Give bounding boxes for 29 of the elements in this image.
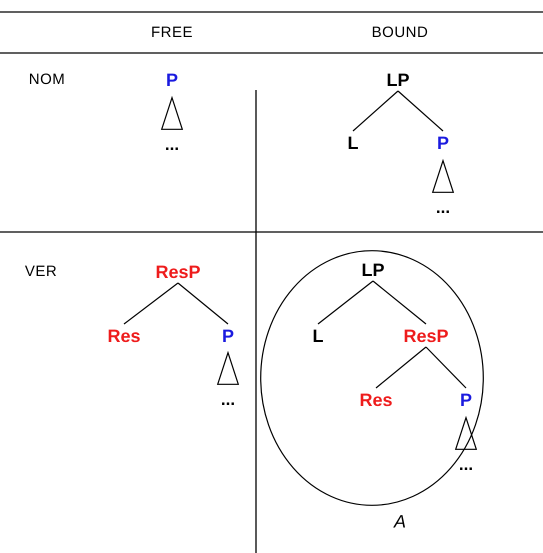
tree-label: LP	[386, 70, 410, 90]
ellipsis-text: ...	[220, 390, 236, 410]
column-heading: BOUND	[372, 24, 428, 42]
tree-label: P	[166, 70, 178, 90]
tree-branch	[376, 346, 426, 388]
tree-branch	[398, 90, 444, 132]
tree-label: L	[348, 133, 358, 153]
ellipsis-text: ...	[436, 198, 450, 218]
tree-branch	[426, 346, 466, 388]
tree-label: LP	[362, 260, 384, 280]
tree-label: P	[460, 390, 472, 410]
tree-label: Res	[107, 326, 141, 346]
tree-label: P	[222, 326, 234, 346]
tree-branch	[178, 282, 228, 324]
column-heading: FREE	[151, 24, 193, 42]
tree-branch	[372, 280, 426, 324]
tree-label: L	[312, 326, 324, 346]
row-heading: VER	[24, 263, 58, 281]
tree-label: Res	[359, 390, 393, 410]
ellipsis-text: ...	[164, 135, 180, 155]
tree-label: ResP	[155, 262, 201, 282]
tree-label: ResP	[403, 326, 449, 346]
tree-branch	[352, 90, 398, 132]
tree-branch	[318, 280, 374, 324]
tree-branch	[124, 282, 178, 324]
variable-label: A	[394, 512, 406, 532]
ellipsis-text: ...	[458, 455, 474, 475]
tree-label: P	[437, 133, 449, 153]
row-heading: NOM	[28, 71, 66, 89]
